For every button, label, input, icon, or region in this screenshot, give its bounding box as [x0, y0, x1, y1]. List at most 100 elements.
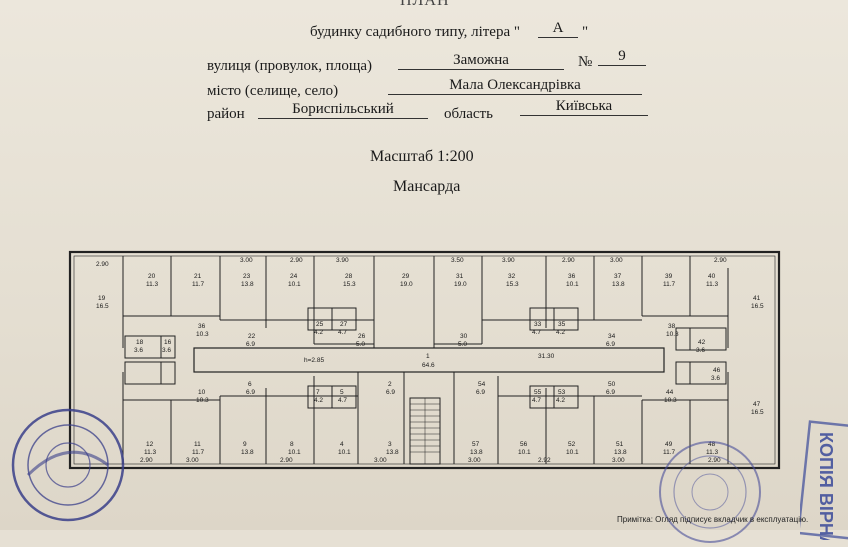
room-number: 47	[753, 401, 761, 408]
room-number: 54	[478, 381, 486, 388]
room-area: 15.3	[506, 281, 519, 288]
room-area: 4.7	[532, 397, 541, 404]
room-number: 52	[568, 441, 576, 448]
room-area: 10.3	[664, 397, 677, 404]
footnote: Примітка: Огляд підписує вкладчик в експ…	[617, 515, 809, 524]
room-area: 16.5	[751, 409, 764, 416]
bottom-dim-1: 2.90	[140, 457, 153, 464]
floor-caption: Мансарда	[393, 178, 461, 195]
room-area: 11.7	[192, 281, 205, 288]
room-number: 50	[608, 381, 616, 388]
room-area: 6.9	[606, 341, 615, 348]
top-dim-9: 2.90	[714, 257, 727, 264]
room-number: 44	[666, 389, 674, 396]
room-number: 11	[194, 441, 201, 448]
room-number: 7	[316, 389, 320, 396]
room-area: 10.1	[288, 449, 301, 456]
document-title: ПЛАН	[400, 0, 450, 9]
room-area: 5.0	[458, 341, 467, 348]
room-number: 4	[340, 441, 344, 448]
bottom-dim-8: 2.90	[708, 457, 721, 464]
room-area: 10.3	[196, 331, 209, 338]
room-area: 6.9	[246, 341, 255, 348]
room-area: 10.1	[288, 281, 301, 288]
room-number: 55	[534, 389, 542, 396]
room-area: 5.0	[356, 341, 365, 348]
room-area: 6.9	[246, 389, 255, 396]
room-area: 13.8	[470, 449, 483, 456]
corridor-area: 64.6	[422, 362, 435, 369]
room-area: 15.3	[343, 281, 356, 288]
floor-plan: 2.90 3.00 2.90 3.90 3.50 3.90 2.90 3.00 …	[68, 250, 781, 470]
room-area: 6.9	[386, 389, 395, 396]
room-number: 32	[508, 273, 516, 280]
corridor-length: 31.30	[538, 353, 555, 360]
room-area: 13.8	[612, 281, 625, 288]
bottom-dim-7: 3.00	[612, 457, 625, 464]
room-area: 3.6	[162, 347, 171, 354]
room-number: 36	[568, 273, 576, 280]
room-number: 26	[358, 333, 366, 340]
room-area: 4.7	[532, 329, 541, 336]
city-value: Мала Олександрівка	[388, 77, 642, 95]
room-area: 11.3	[146, 281, 159, 288]
room-number: 57	[472, 441, 480, 448]
room-number: 19	[98, 295, 106, 302]
room-number: 23	[243, 273, 251, 280]
room-number: 49	[665, 441, 673, 448]
room-area: 4.7	[338, 329, 347, 336]
room-area: 4.7	[338, 397, 347, 404]
room-number: 34	[608, 333, 616, 340]
room-area: 10.1	[518, 449, 531, 456]
room-number: 30	[460, 333, 468, 340]
room-number: 37	[614, 273, 622, 280]
room-number: 25	[316, 321, 324, 328]
room-number: 24	[290, 273, 298, 280]
bottom-dim-3: 2.90	[280, 457, 293, 464]
room-number: 20	[148, 273, 156, 280]
top-dim-3: 2.90	[290, 257, 303, 264]
top-dim-7: 2.90	[562, 257, 575, 264]
building-type-row: будинку садибного типу, літера "	[310, 24, 520, 41]
room-area: 19.0	[454, 281, 467, 288]
room-number: 46	[713, 367, 721, 374]
region-label: область	[444, 106, 493, 122]
room-area: 11.7	[663, 449, 676, 456]
top-dim-4: 3.90	[336, 257, 349, 264]
room-area: 3.6	[134, 347, 143, 354]
room-area: 11.3	[706, 281, 719, 288]
room-number: 48	[708, 441, 716, 448]
street-value: Заможна	[398, 52, 564, 70]
room-number: 33	[534, 321, 542, 328]
room-area: 10.3	[196, 397, 209, 404]
room-area: 13.8	[386, 449, 399, 456]
stamp-left	[11, 408, 125, 522]
room-number: 31	[456, 273, 464, 280]
room-number: 29	[402, 273, 410, 280]
room-area: 3.6	[696, 347, 705, 354]
region-value: Київська	[520, 98, 648, 116]
room-number: 28	[345, 273, 353, 280]
room-area: 4.2	[314, 397, 323, 404]
room-number: 22	[248, 333, 256, 340]
room-number: 16	[164, 339, 172, 346]
street-label: вулиця (провулок, площа)	[207, 58, 373, 74]
top-dim-8: 3.00	[610, 257, 623, 264]
room-area: 10.1	[566, 449, 579, 456]
stamp-right	[659, 441, 761, 543]
room-number: 2	[388, 381, 392, 388]
room-number: 56	[520, 441, 528, 448]
bottom-dim-2: 3.00	[186, 457, 199, 464]
room-number: 51	[616, 441, 624, 448]
bottom-dim-5: 3.00	[468, 457, 481, 464]
room-number: 10	[198, 389, 206, 396]
building-type-label: будинку садибного типу, літера "	[310, 24, 520, 40]
room-number: 41	[753, 295, 761, 302]
room-area: 3.6	[711, 375, 720, 382]
number-label: №	[578, 54, 593, 70]
district-value: Бориспільський	[258, 101, 428, 119]
svg-text:КОПІЯ ВІРНА: КОПІЯ ВІРНА	[816, 432, 836, 540]
room-area: 4.2	[556, 329, 565, 336]
room-number: 39	[665, 273, 673, 280]
